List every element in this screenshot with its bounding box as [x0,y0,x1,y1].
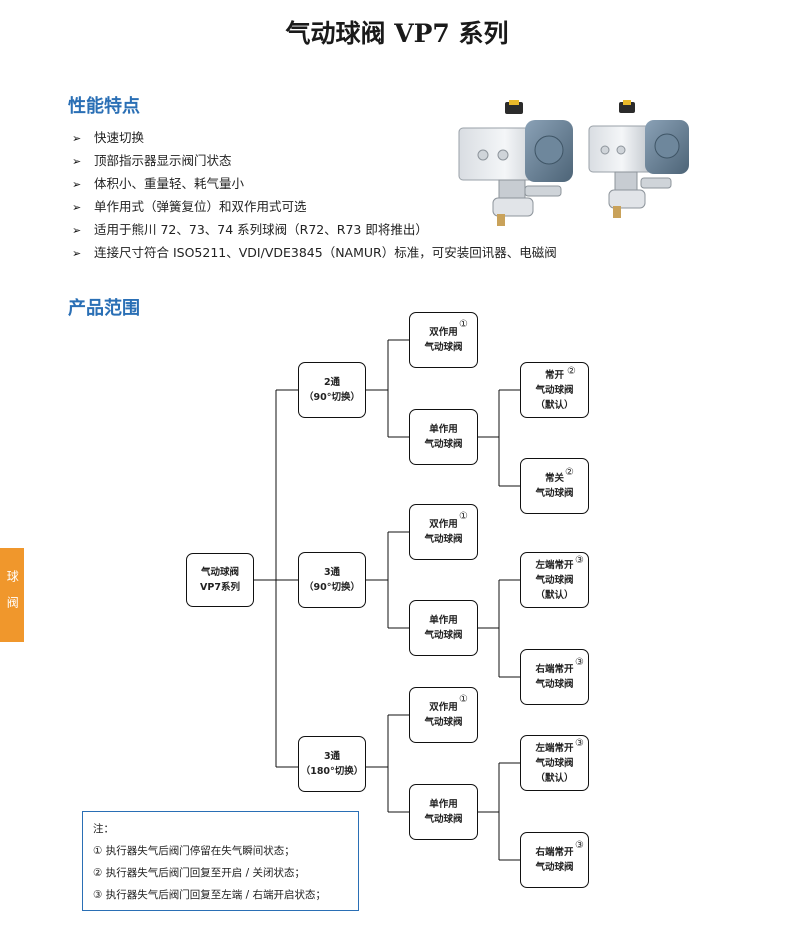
range-heading: 产品范围 [68,298,140,319]
tree-node-single-acting: 单作用 气动球阀 [409,784,478,840]
feature-list: ➢快速切换 ➢顶部指示器显示阀门状态 ➢体积小、重量轻、耗气量小 ➢单作用式（弹… [72,126,557,264]
tree-node-single-acting: 单作用 气动球阀 [409,409,478,465]
note-mark: ① [459,694,468,705]
tree-node-normally-closed: 常关 气动球阀 ② [520,458,589,514]
tree-node-3way-180: 3通 （180°切换） [298,736,366,792]
list-item: ➢快速切换 [72,126,557,149]
bullet-arrow-icon: ➢ [72,178,82,191]
tree-node-3way-90: 3通 （90°切换） [298,552,366,608]
note-mark: ② [565,467,574,478]
tree-node-root: 气动球阀 VP7系列 [186,553,254,607]
note-mark: ① [459,319,468,330]
page-title: 气动球阀 VP7 系列 [285,19,509,48]
features-heading: 性能特点 [68,96,140,117]
tree-node-double-acting: 双作用 气动球阀 ① [409,312,478,368]
tree-node-right-open: 右端常开 气动球阀 ③ [520,832,589,888]
list-item: ➢顶部指示器显示阀门状态 [72,149,557,172]
tree-node-normally-open: 常开 气动球阀 （默认） ② [520,362,589,418]
notes-box: 注： ① 执行器失气后阀门停留在失气瞬间状态； ② 执行器失气后阀门回复至开启 … [82,811,359,911]
note-item: ③ 执行器失气后阀门回复至左端 / 右端开启状态； [93,889,326,901]
note-mark: ③ [575,738,584,749]
tree-node-left-open: 左端常开 气动球阀 （默认） ③ [520,552,589,608]
double-acting-actuator-image [458,100,573,226]
tree-node-left-open: 左端常开 气动球阀 （默认） ③ [520,735,589,791]
list-item: ➢连接尺寸符合 ISO5211、VDI/VDE3845（NAMUR）标准，可安装… [72,241,557,264]
bullet-arrow-icon: ➢ [72,247,82,260]
tree-node-2way-90: 2通 （90°切换） [298,362,366,418]
bullet-arrow-icon: ➢ [72,201,82,214]
side-tab: 球阀 [0,548,24,642]
note-mark: ③ [575,840,584,851]
note-mark: ① [459,511,468,522]
tree-node-right-open: 右端常开 气动球阀 ③ [520,649,589,705]
single-acting-actuator-image [588,100,689,218]
list-item: ➢适用于熊川 72、73、74 系列球阀（R72、R73 即将推出） [72,218,557,241]
list-item: ➢单作用式（弹簧复位）和双作用式可选 [72,195,557,218]
list-item: ➢体积小、重量轻、耗气量小 [72,172,557,195]
tree-node-double-acting: 双作用 气动球阀 ① [409,687,478,743]
note-mark: ③ [575,657,584,668]
note-item: ② 执行器失气后阀门回复至开启 / 关闭状态； [93,867,305,879]
tree-node-double-acting: 双作用 气动球阀 ① [409,504,478,560]
note-mark: ③ [575,555,584,566]
note-item: ① 执行器失气后阀门停留在失气瞬间状态； [93,845,295,857]
bullet-arrow-icon: ➢ [72,224,82,237]
tree-node-single-acting: 单作用 气动球阀 [409,600,478,656]
notes-heading: 注： [93,823,114,835]
bullet-arrow-icon: ➢ [72,132,82,145]
bullet-arrow-icon: ➢ [72,155,82,168]
note-mark: ② [567,366,576,377]
